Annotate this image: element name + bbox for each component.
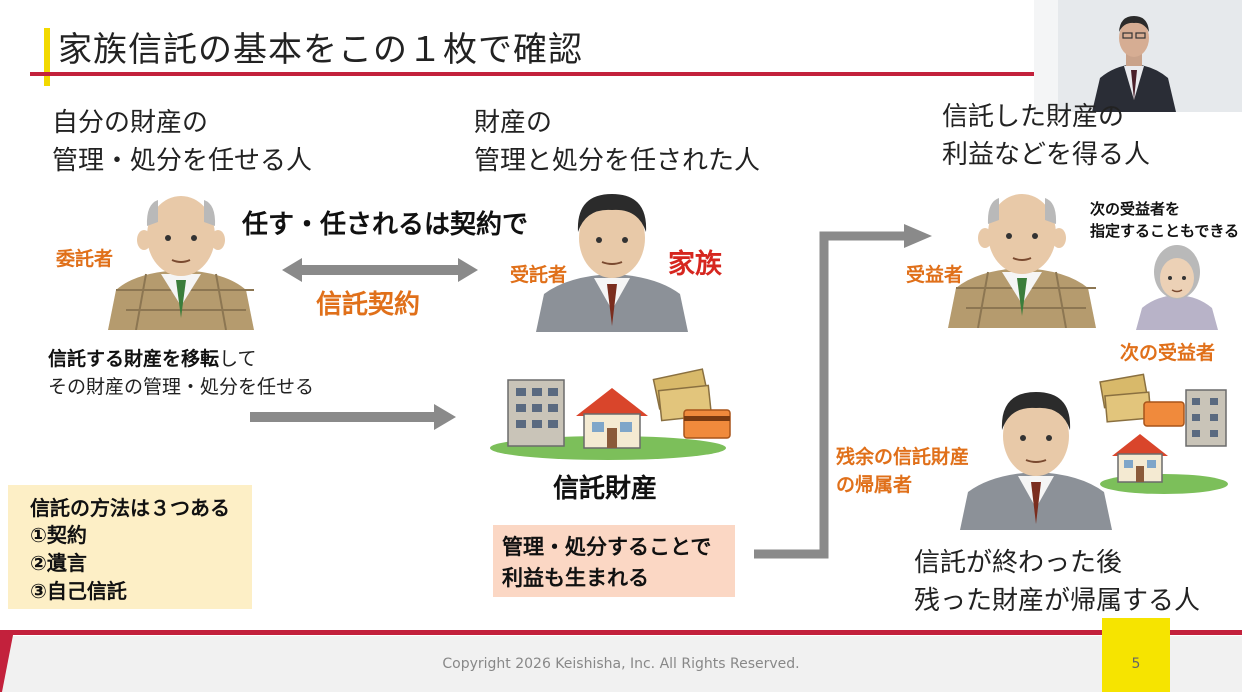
settlor-elderly-man-illustration [108, 196, 254, 330]
page-number: 5 [1131, 656, 1141, 672]
residual-holder-man-illustration [960, 392, 1112, 530]
transfer-line1: 信託する財産を移転して [48, 344, 256, 371]
title-underline [30, 72, 1242, 76]
title-accent-bar [44, 28, 50, 86]
next-beneficiary-note-line1: 次の受益者を [1090, 200, 1181, 218]
benefit-box [493, 525, 735, 597]
copyright-text: Copyright 2026 Keishisha, Inc. All Right… [442, 656, 800, 672]
slide-title: 家族信託の基本をこの１枚で確認 [58, 30, 583, 70]
next-beneficiary-label: 次の受益者 [1120, 342, 1216, 364]
beneficiary-desc-line2: 利益などを得る人 [942, 140, 1151, 170]
trust-method-item: ③自己信託 [30, 579, 127, 603]
transfer-line1-rest: して [219, 348, 257, 370]
contract-heading: 任す・任されるは契約で [242, 210, 529, 240]
trust-method-item: ①契約 [30, 523, 87, 547]
residual-desc-line2: 残った財産が帰属する人 [914, 586, 1201, 616]
benefit-line2: 利益も生まれる [502, 566, 649, 590]
trust-property-label: 信託財産 [553, 474, 658, 504]
residual-desc-line1: 信託が終わった後 [914, 548, 1123, 578]
beneficiary-desc-line1: 信託した財産の [942, 102, 1125, 132]
trustee-desc-line2: 管理と処分を任された人 [474, 146, 761, 176]
contract-double-arrow [282, 258, 478, 282]
residual-holder-label-line1: 残余の信託財産 [836, 446, 970, 468]
trust-property-illustration [490, 368, 731, 460]
trust-methods-box [8, 485, 252, 609]
trustee-desc-line1: 財産の [474, 108, 553, 138]
transfer-arrow [250, 404, 456, 430]
transfer-line2: その財産の管理・処分を任せる [48, 376, 315, 398]
footer-slant [0, 630, 14, 692]
settlor-desc-line1: 自分の財産の [52, 108, 209, 138]
residual-holder-label-line2: の帰属者 [836, 474, 913, 496]
beneficiary-role-label: 受益者 [906, 264, 964, 286]
next-beneficiary-elderly-woman-illustration [1136, 245, 1218, 330]
benefit-line1: 管理・処分することで [502, 535, 712, 559]
page-number-box [1102, 618, 1170, 692]
next-beneficiary-note-line2: 指定することもできる [1090, 222, 1240, 240]
trust-methods-heading: 信託の方法は３つある [30, 496, 230, 520]
settlor-role-label: 委託者 [56, 248, 114, 270]
presenter-video [1034, 0, 1242, 112]
footer-band [0, 636, 1242, 692]
beneficiary-elderly-man-illustration [948, 194, 1096, 328]
settlor-desc-line2: 管理・処分を任せる人 [52, 146, 313, 176]
trustee-family-tag: 家族 [668, 249, 722, 280]
contract-label: 信託契約 [316, 290, 421, 320]
residual-property-illustration [1099, 373, 1228, 494]
trustee-man-illustration [536, 194, 688, 332]
footer-rule [12, 630, 1242, 635]
benefit-flow-arrow [754, 224, 932, 559]
trustee-role-label: 受託者 [510, 264, 568, 286]
transfer-line1-bold: 信託する財産を移転 [48, 348, 220, 370]
trust-method-item: ②遺言 [30, 551, 87, 575]
